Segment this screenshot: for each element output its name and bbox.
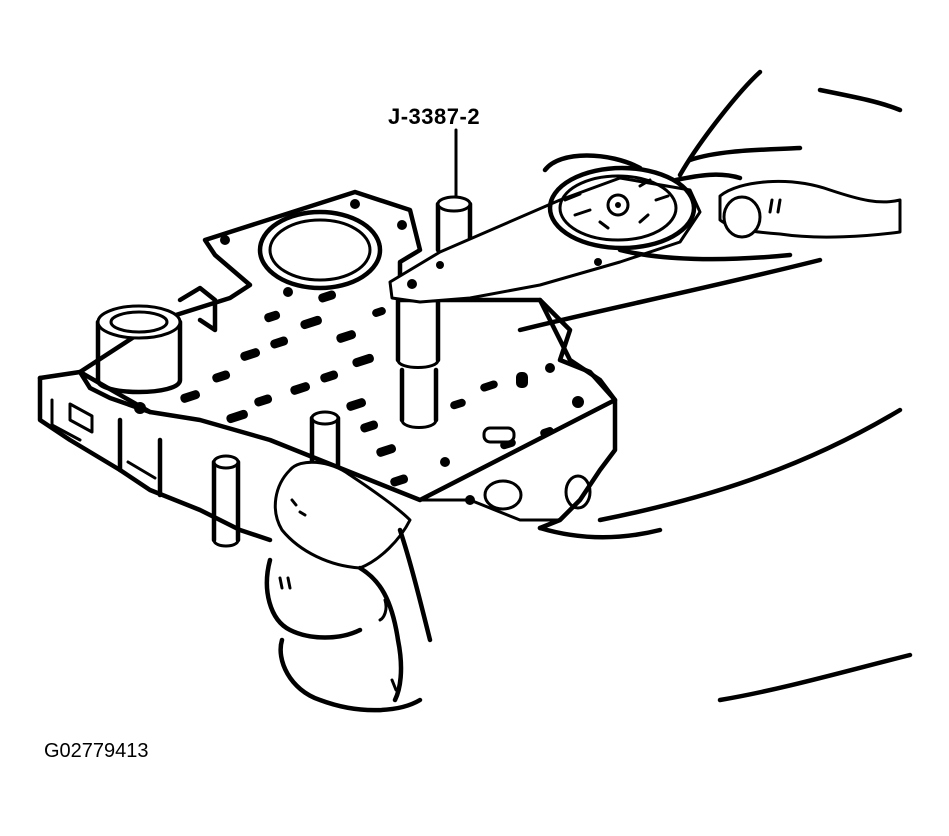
tool-callout-label: J-3387-2	[388, 104, 481, 129]
valve-body-plate	[77, 189, 618, 505]
tool-pin	[395, 128, 473, 429]
hand-lower	[264, 407, 913, 713]
tool-lever	[388, 165, 702, 304]
hand-upper	[517, 69, 903, 333]
locating-pins	[211, 410, 341, 548]
valve-body-housing	[37, 297, 618, 543]
figure-id: G02779413	[44, 740, 149, 762]
